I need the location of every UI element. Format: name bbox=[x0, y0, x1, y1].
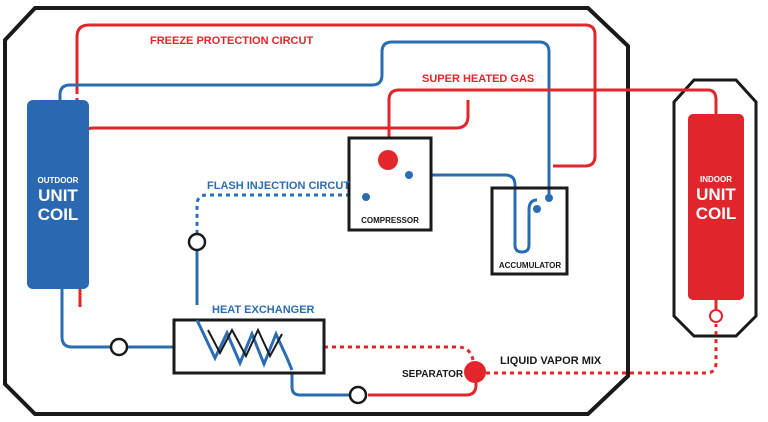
valve-to-separator-pipe bbox=[368, 380, 478, 397]
super-heated-gas-label: SUPER HEATED GAS bbox=[422, 73, 534, 85]
separator-inlet-valve-icon bbox=[348, 385, 368, 405]
indoor-coil-label-small: INDOOR bbox=[700, 175, 732, 184]
compressor-label: COMPRESSOR bbox=[361, 216, 419, 225]
outdoor-coil-label-coil: COIL bbox=[38, 205, 79, 224]
flash-injection-label: FLASH INJECTION CIRCUT bbox=[207, 180, 350, 192]
liquid-vapor-mix-label: LIQUID VAPOR MIX bbox=[500, 355, 602, 367]
compressor-injection-port-icon bbox=[362, 193, 370, 201]
flash-injection-pipe bbox=[195, 193, 358, 234]
indoor-coil-label-coil: COIL bbox=[696, 204, 737, 223]
outdoor-to-accumulator-pipe bbox=[58, 40, 551, 196]
compressor-suction-port-icon bbox=[405, 171, 413, 179]
accumulator-outlet-port-icon bbox=[533, 205, 541, 213]
heat-exchanger-box bbox=[172, 318, 326, 375]
separator-icon bbox=[464, 361, 486, 383]
accumulator-inlet-port-icon bbox=[545, 194, 553, 202]
compressor-to-accumulator-pipe bbox=[411, 173, 538, 254]
hx-out-pipe bbox=[290, 370, 349, 397]
outdoor-to-hx-pipe bbox=[60, 288, 174, 349]
super-heated-gas-pipe bbox=[387, 88, 718, 160]
flash-injection-valve-icon bbox=[187, 232, 207, 252]
indoor-coil-port-icon bbox=[709, 309, 723, 323]
indoor-unit-enclosure bbox=[672, 78, 758, 338]
indoor-coil-label-unit: UNIT bbox=[696, 185, 736, 204]
accumulator-box bbox=[490, 186, 569, 276]
outdoor-coil-valve-icon bbox=[109, 337, 129, 357]
outdoor-coil-label-unit: UNIT bbox=[38, 186, 78, 205]
freeze-protection-label: FREEZE PROTECTION CIRCUT bbox=[150, 35, 313, 47]
indoor-unit-coil bbox=[688, 114, 744, 300]
outdoor-coil-label-small: OUTDOOR bbox=[38, 176, 79, 185]
accumulator-label: ACCUMULATOR bbox=[499, 261, 562, 270]
freeze-protection-pipe bbox=[75, 23, 597, 168]
separator-label: SEPARATOR bbox=[402, 369, 464, 380]
heat-exchanger-inner-coil-icon bbox=[207, 327, 283, 359]
compressor-hot-port-icon bbox=[378, 150, 398, 170]
heat-exchanger-label: HEAT EXCHANGER bbox=[212, 304, 315, 316]
separator-to-hx-pipe bbox=[324, 345, 475, 361]
outdoor-unit-enclosure bbox=[3, 6, 630, 416]
outdoor-unit-coil bbox=[27, 100, 89, 289]
